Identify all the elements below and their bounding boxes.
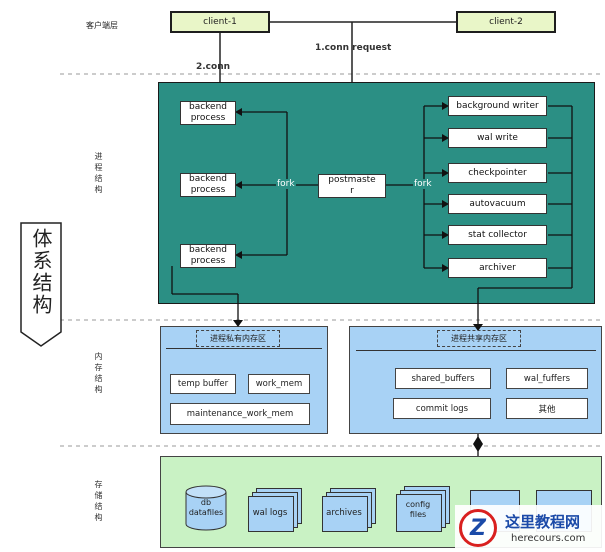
aux-archiver: archiver (448, 258, 547, 278)
wal-buffers-box: wal_fuffers (506, 368, 588, 389)
other-box: 其他 (506, 398, 588, 419)
wal-logs-icon: wal logs (248, 488, 302, 532)
maintenance-work-mem-box: maintenance_work_mem (170, 403, 310, 425)
process-layer-label: 进程结构 (94, 152, 103, 196)
private-memory-title: 进程私有内存区 (196, 330, 280, 347)
config-files-icon: config files (396, 486, 450, 532)
watermark: Z 这里教程网 herecours.com (455, 505, 605, 552)
backend-process-3: backend process (180, 244, 236, 268)
shared-memory-divider (356, 350, 596, 351)
client-2-box: client-2 (456, 11, 556, 33)
db-datafiles-label: db datafiles (188, 498, 224, 517)
client-layer-label: 客户端层 (86, 21, 118, 30)
config-files-label: config files (405, 500, 431, 519)
watermark-logo-icon: Z (459, 509, 497, 547)
storage-layer-label: 存储结构 (94, 480, 103, 524)
cylinder-icon (185, 485, 227, 531)
aux-autovacuum: autovacuum (448, 194, 547, 214)
temp-buffer-box: temp buffer (170, 374, 236, 394)
memory-layer-label: 内存结构 (94, 352, 103, 396)
archives-icon: archives (322, 488, 376, 532)
archives-label: archives (326, 508, 362, 518)
watermark-title: 这里教程网 (505, 513, 581, 531)
watermark-logo-letter: Z (470, 515, 486, 541)
fork-left-label: fork (276, 179, 296, 189)
backend-process-1: backend process (180, 101, 236, 125)
commit-logs-box: commit logs (393, 398, 491, 419)
conn-request-label: 1.conn request (315, 43, 392, 53)
postmaster-box: postmaste r (318, 174, 386, 198)
fork-right-label: fork (413, 179, 433, 189)
aux-checkpointer: checkpointer (448, 163, 547, 183)
backend-process-2: backend process (180, 173, 236, 197)
conn-label: 2.conn (196, 62, 231, 72)
architecture-pentagon (20, 222, 62, 347)
client-1-box: client-1 (170, 11, 270, 33)
wal-logs-label: wal logs (252, 508, 288, 518)
watermark-url: herecours.com (511, 533, 586, 544)
aux-wal-write: wal write (448, 128, 547, 148)
architecture-label-shape: 体系结构 (18, 220, 64, 348)
work-mem-box: work_mem (248, 374, 310, 394)
shared-buffers-box: shared_buffers (395, 368, 491, 389)
aux-stat-collector: stat collector (448, 225, 547, 245)
private-memory-divider (166, 348, 322, 349)
aux-background-writer: background writer (448, 96, 547, 116)
shared-memory-title: 进程共享内存区 (437, 330, 521, 347)
architecture-label: 体系结构 (29, 228, 53, 316)
db-datafiles-icon: db datafiles (184, 484, 228, 532)
